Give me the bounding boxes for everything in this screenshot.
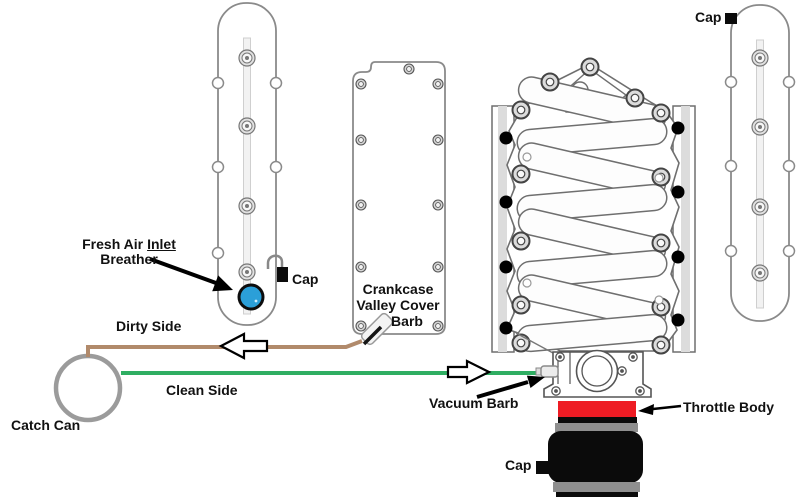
crankcase-text: Crankcase — [362, 281, 434, 297]
dirty-side-label: Dirty Side — [116, 318, 182, 334]
barb-text: Barb — [391, 313, 423, 329]
cover-rib — [243, 37, 251, 315]
cap-square-intake — [536, 461, 549, 474]
right-valve-cover — [724, 4, 796, 322]
valley-cover — [352, 61, 446, 335]
clean-side-label: Clean Side — [166, 382, 238, 398]
dirty-side-hose — [86, 339, 363, 357]
clean-flow-arrow — [446, 359, 492, 385]
cap-label-left-cover: Cap — [292, 271, 319, 287]
cap-square-right-cover — [725, 13, 737, 24]
valley-cover-barb-label: Crankcase Valley Cover Barb — [350, 281, 446, 329]
coupler-bottom-black — [556, 492, 638, 497]
throttle-body-adapter — [515, 332, 652, 398]
coupler-band-black — [558, 417, 637, 423]
air-inlet-coupler — [548, 431, 643, 483]
throttle-body-highlight — [558, 401, 636, 417]
breather-pointer-arrow — [149, 257, 233, 292]
catch-can-label: Catch Can — [11, 417, 81, 433]
breather-port — [237, 283, 265, 311]
intake-runners — [516, 76, 668, 353]
left-valve-cover — [211, 2, 288, 326]
inlet-text: Inlet — [147, 236, 176, 252]
throttle-body-pointer-arrow — [638, 404, 682, 415]
supercharger-manifold — [491, 57, 696, 361]
breather-text: Breather — [100, 251, 158, 267]
vacuum-barb-pointer-arrow — [476, 375, 545, 399]
breather-tube — [266, 254, 284, 269]
coupler-bottom-gray — [553, 482, 640, 492]
throttle-body-label: Throttle Body — [683, 399, 774, 415]
vacuum-barb-label: Vacuum Barb — [429, 395, 519, 411]
dirty-flow-arrow — [218, 332, 269, 360]
cap-square-left-cover — [277, 267, 288, 282]
coupler-band-gray — [555, 423, 638, 432]
fresh-air-text: Fresh Air — [82, 236, 144, 252]
cap-label-right-cover: Cap — [695, 9, 722, 25]
vacuum-barb-fitting — [535, 365, 559, 378]
valley-cover-text: Valley Cover — [356, 297, 440, 313]
cap-label-intake: Cap — [505, 457, 532, 473]
catch-can-body — [53, 353, 123, 423]
valley-cover-barb — [360, 312, 394, 346]
